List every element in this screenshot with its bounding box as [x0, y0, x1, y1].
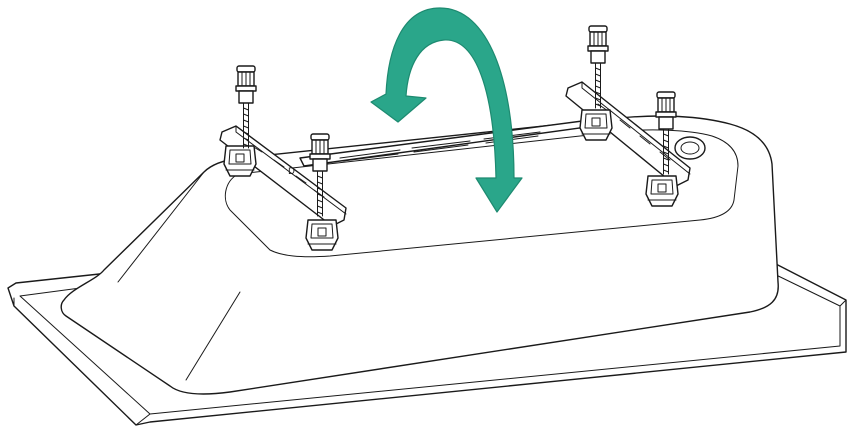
leg-frame-left: D	[219, 65, 347, 251]
bathtub	[7, 115, 847, 426]
drain-hole	[674, 136, 706, 160]
rotate-arrow-icon	[370, 7, 523, 213]
bathtub-basin	[60, 115, 779, 395]
bathtub-bottom-panel	[224, 129, 739, 258]
leg-frame-right	[565, 25, 691, 207]
stamp-label: D	[288, 167, 295, 177]
